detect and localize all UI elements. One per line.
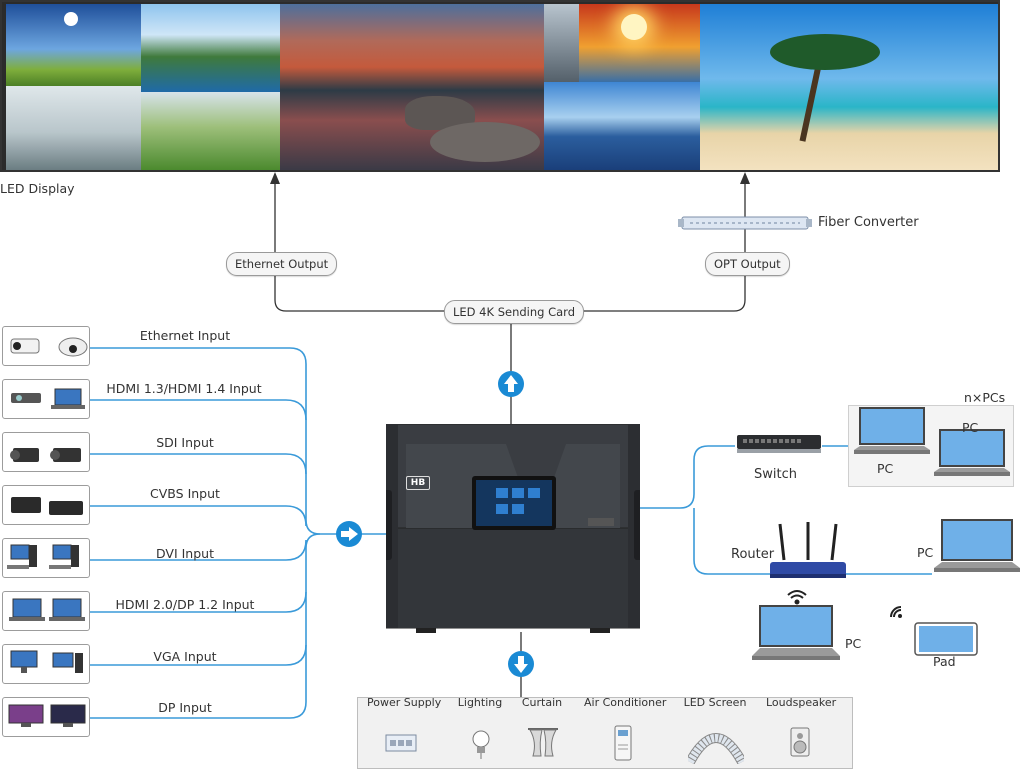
input-label-hdmi14: HDMI 1.3/HDMI 1.4 Input — [106, 381, 262, 396]
input-box-hdmi14 — [2, 379, 90, 419]
image-tile-foggy-lake — [6, 86, 141, 170]
pc-label-group-2: PC — [962, 420, 979, 435]
input-label-sdi: SDI Input — [156, 435, 214, 450]
input-label-vga: VGA Input — [153, 649, 217, 664]
processor-badge: HB — [406, 476, 430, 490]
input-box-cvbs — [2, 485, 90, 525]
pc-label-router: PC — [917, 545, 934, 560]
laptop-icon — [932, 428, 1012, 482]
line-to-router — [693, 508, 770, 575]
bus-line-dp — [90, 533, 321, 719]
router-label: Router — [731, 547, 775, 562]
control-label-lighting: Lighting — [457, 696, 503, 709]
pad-label: Pad — [933, 654, 956, 669]
laptop-icon — [750, 604, 842, 668]
line-ethernet-output — [274, 178, 444, 312]
led-display-wall — [0, 0, 1000, 172]
input-label-dvi: DVI Input — [156, 546, 214, 561]
video-processor: HB — [386, 424, 640, 634]
image-tile-sunset-sea — [579, 4, 700, 82]
ethernet-output-label: Ethernet Output — [226, 252, 338, 276]
image-tile-green-valley — [141, 92, 280, 170]
input-bus — [90, 347, 932, 719]
line-opt-output — [576, 178, 746, 312]
image-tile-moon-field — [6, 4, 141, 86]
bus-line-hdmi14 — [90, 399, 307, 421]
line-to-switch — [640, 445, 735, 509]
image-tile-mountain-lake — [280, 4, 544, 170]
camera-icon — [9, 335, 88, 357]
switch-icon — [735, 431, 823, 457]
flow-arrows — [336, 371, 534, 677]
fiber-converter-icon — [678, 214, 812, 232]
bus-line-sdi — [90, 453, 307, 475]
bus-line-cvbs — [90, 505, 307, 527]
switch-label: Switch — [754, 467, 797, 482]
n-pcs-label: n×PCs — [964, 390, 1006, 405]
input-label-cvbs: CVBS Input — [150, 486, 220, 501]
led-display-label: LED Display — [0, 181, 75, 196]
input-box-dp — [2, 697, 90, 737]
pc-label-group-1: PC — [877, 461, 894, 476]
image-tile-castle-lake — [141, 4, 280, 92]
input-label-hdmi20: HDMI 2.0/DP 1.2 Input — [115, 597, 255, 612]
fiber-converter-label: Fiber Converter — [818, 215, 919, 230]
router-icon — [768, 520, 848, 582]
input-box-hdmi20 — [2, 591, 90, 631]
image-tile-coast — [544, 82, 700, 170]
opt-output-label: OPT Output — [705, 252, 790, 276]
pc-label-wifi: PC — [845, 636, 862, 651]
wireless-signal-icon — [888, 604, 904, 620]
control-label-led-screen: LED Screen — [683, 696, 747, 709]
laptop-icon — [932, 518, 1022, 580]
control-label-power: Power Supply — [367, 696, 442, 709]
image-tile-palm-beach — [700, 4, 998, 170]
control-label-curtain: Curtain — [521, 696, 563, 709]
tablet-icon — [914, 622, 978, 656]
laptop-icon — [852, 406, 932, 460]
image-tile-tower — [544, 4, 579, 82]
wifi-icon — [786, 588, 808, 606]
input-box-ethernet — [2, 326, 90, 366]
input-box-sdi — [2, 432, 90, 472]
control-label-ac: Air Conditioner — [584, 696, 667, 709]
input-box-vga — [2, 644, 90, 684]
input-label-ethernet: Ethernet Input — [139, 328, 231, 343]
bus-line-ethernet — [90, 347, 321, 535]
sending-card-label: LED 4K Sending Card — [444, 300, 585, 324]
input-label-dp: DP Input — [158, 700, 212, 715]
arrowheads — [270, 172, 750, 184]
control-label-loudspeaker: Loudspeaker — [766, 696, 837, 709]
input-box-dvi — [2, 538, 90, 578]
central-control-panel — [357, 697, 853, 769]
